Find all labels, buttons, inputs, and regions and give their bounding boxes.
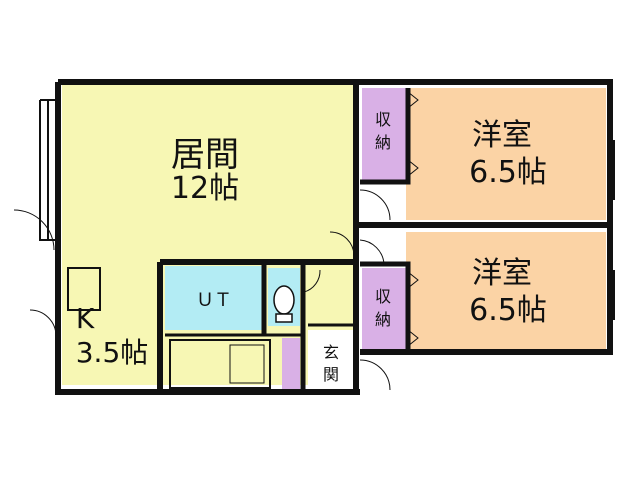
closet1-fill [362,88,406,180]
closet2-label-bottom: 納 [375,310,391,329]
bedroom1-label: 洋室 [472,118,532,153]
bedroom1-fill [406,88,606,220]
closet-door-markers [407,91,419,347]
utility-label: ＵＴ [196,290,232,311]
bedroom1-size: 6.5帖 [469,155,547,190]
closet1-label-bottom: 納 [375,133,391,152]
utility-fill [165,266,263,330]
door-swings [13,189,391,391]
bathtub [169,339,271,389]
entrance-label-top: 玄 [323,343,339,362]
closet2-fill [362,268,406,350]
bedroom2-fill [406,232,606,350]
entrance-label-bottom: 関 [323,365,339,384]
walls [39,79,615,395]
kitchen-label: K [76,302,95,335]
closet1-label-top: 収 [375,110,391,129]
living-room-label: 居間 [171,135,239,175]
closet2-label-top: 収 [375,287,391,306]
toilet-icon [273,285,295,323]
hall-closet-fill [282,338,300,390]
living-room-size: 12帖 [171,171,239,206]
entrance-fill [308,330,356,390]
kitchen-size: 3.5帖 [76,336,149,369]
bedroom2-size: 6.5帖 [469,293,547,328]
bedroom2-label: 洋室 [472,256,532,291]
